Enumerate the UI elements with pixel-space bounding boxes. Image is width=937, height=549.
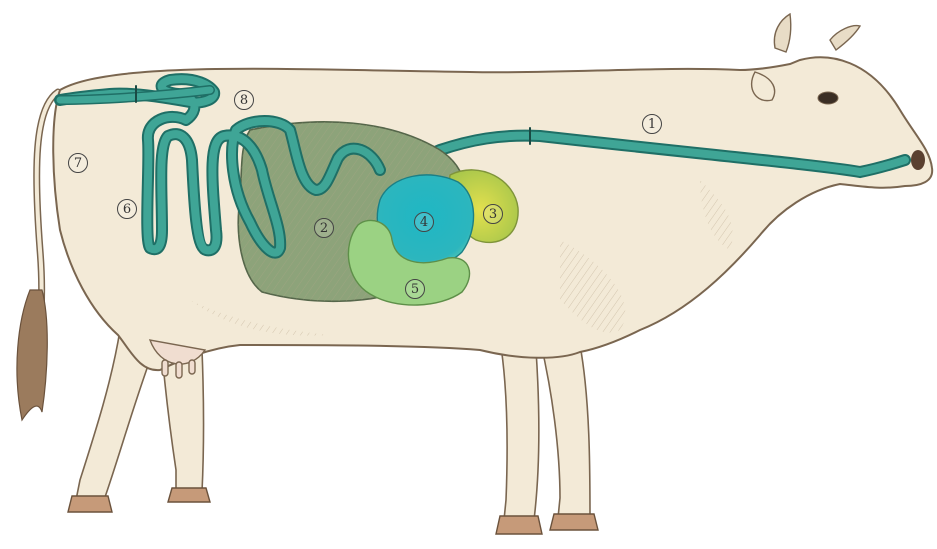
label-2: 2 <box>314 218 334 238</box>
tail-tuft <box>17 290 47 420</box>
label-3: 3 <box>483 204 503 224</box>
label-7: 7 <box>68 153 88 173</box>
nostril <box>911 150 925 170</box>
eye <box>818 92 838 104</box>
label-4: 4 <box>414 212 434 232</box>
horn-left <box>774 14 790 52</box>
label-1: 1 <box>642 114 662 134</box>
label-6: 6 <box>117 199 137 219</box>
label-5: 5 <box>405 279 425 299</box>
horn-right <box>830 26 860 50</box>
tail <box>17 92 58 420</box>
label-8: 8 <box>234 90 254 110</box>
